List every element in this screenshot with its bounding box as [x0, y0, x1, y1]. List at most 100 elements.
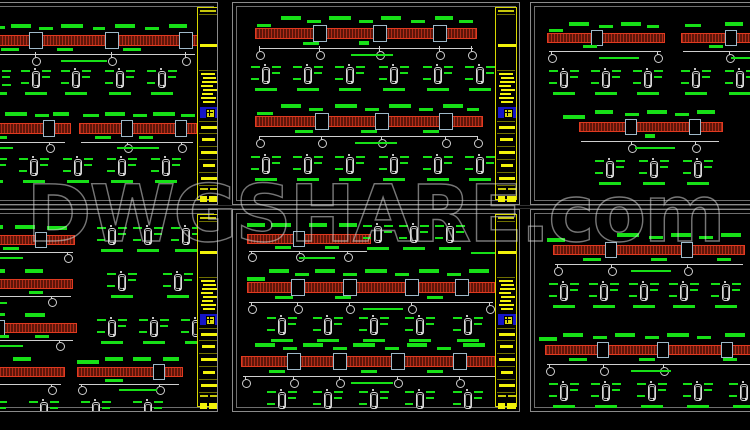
cross-section-detail[interactable]: [465, 151, 495, 181]
title-block[interactable]: [495, 7, 517, 202]
cross-section-detail[interactable]: [363, 220, 393, 250]
beam-elevation[interactable]: [681, 21, 750, 63]
sheet-6[interactable]: [530, 209, 750, 412]
cross-section-detail[interactable]: [639, 155, 669, 185]
sheet-1[interactable]: [0, 2, 218, 205]
cross-section-detail[interactable]: [591, 378, 621, 408]
cross-section-detail[interactable]: [711, 278, 741, 308]
cross-section-detail[interactable]: [423, 61, 453, 91]
beam-elevation[interactable]: [547, 232, 745, 276]
cross-section-detail[interactable]: [251, 151, 281, 181]
beam-elevation[interactable]: [547, 21, 665, 63]
cross-section-detail[interactable]: [465, 61, 495, 91]
cross-section-detail[interactable]: [405, 312, 435, 342]
beam-elevation[interactable]: [241, 342, 497, 388]
cross-section-detail[interactable]: [19, 153, 49, 183]
cross-section-detail[interactable]: [629, 278, 659, 308]
sheet-1-viewport[interactable]: [0, 3, 217, 204]
cross-section-detail[interactable]: [359, 386, 389, 411]
cross-section-detail[interactable]: [549, 65, 579, 95]
cross-section-detail[interactable]: [133, 396, 163, 411]
sheet-5-viewport[interactable]: [233, 210, 519, 411]
cross-section-detail[interactable]: [453, 312, 483, 342]
section-leader: [334, 323, 342, 325]
beam-elevation[interactable]: [0, 312, 77, 351]
cross-section-detail[interactable]: [21, 65, 51, 95]
cross-section-detail[interactable]: [313, 312, 343, 342]
beam-elevation[interactable]: [0, 268, 73, 308]
cross-section-detail[interactable]: [399, 220, 429, 250]
cross-section-detail[interactable]: [313, 386, 343, 411]
cross-section-detail[interactable]: [591, 65, 621, 95]
cross-section-detail[interactable]: [97, 222, 127, 252]
cross-section-detail[interactable]: [633, 65, 663, 95]
cross-section-detail[interactable]: [683, 378, 713, 408]
cross-section-detail[interactable]: [335, 61, 365, 91]
sheet-5[interactable]: [232, 209, 520, 412]
cross-section-detail[interactable]: [549, 378, 579, 408]
cross-section-detail[interactable]: [549, 278, 579, 308]
beam-elevation[interactable]: [0, 224, 75, 263]
cross-section-detail[interactable]: [637, 378, 667, 408]
sheet-3-viewport[interactable]: [531, 3, 750, 204]
cross-section-detail[interactable]: [147, 65, 177, 95]
beam-elevation[interactable]: [0, 356, 65, 395]
cross-section-detail[interactable]: [379, 151, 409, 181]
cross-section-detail[interactable]: [151, 153, 181, 183]
cross-section-detail[interactable]: [0, 65, 11, 95]
sheet-2-viewport[interactable]: [233, 3, 519, 204]
beam-elevation[interactable]: [247, 222, 371, 262]
beam-elevation[interactable]: [0, 23, 199, 66]
cross-section-detail[interactable]: [171, 222, 201, 252]
beam-elevation[interactable]: [539, 332, 750, 376]
cross-section-detail[interactable]: [589, 278, 619, 308]
beam-elevation[interactable]: [79, 111, 197, 153]
sheet-2[interactable]: [232, 2, 520, 205]
title-block[interactable]: [495, 214, 517, 409]
sheet-3[interactable]: [530, 2, 750, 205]
cross-section-detail[interactable]: [293, 61, 323, 91]
cross-section-detail[interactable]: [725, 65, 750, 95]
cross-section-detail[interactable]: [61, 65, 91, 95]
cross-section-detail[interactable]: [163, 268, 193, 298]
cross-section-detail[interactable]: [139, 314, 169, 344]
sheet-4-viewport[interactable]: [0, 210, 217, 411]
cross-section-detail[interactable]: [63, 153, 93, 183]
cross-section-detail[interactable]: [359, 312, 389, 342]
cross-section-detail[interactable]: [0, 153, 7, 183]
sheet-6-viewport[interactable]: [531, 210, 750, 411]
beam-elevation[interactable]: [77, 356, 183, 395]
cross-section-detail[interactable]: [107, 153, 137, 183]
cross-section-detail[interactable]: [133, 222, 163, 252]
beam-elevation[interactable]: [255, 103, 483, 148]
cross-section-detail[interactable]: [251, 61, 281, 91]
cross-section-detail[interactable]: [0, 396, 7, 411]
cross-section-detail[interactable]: [335, 151, 365, 181]
cross-section-detail[interactable]: [453, 386, 483, 411]
cross-section-detail[interactable]: [595, 155, 625, 185]
cross-section-detail[interactable]: [669, 278, 699, 308]
beam-elevation[interactable]: [247, 268, 495, 314]
title-block[interactable]: [197, 7, 217, 202]
cross-section-detail[interactable]: [405, 386, 435, 411]
cross-section-detail[interactable]: [379, 61, 409, 91]
cross-section-detail[interactable]: [107, 268, 137, 298]
cross-section-detail[interactable]: [683, 155, 713, 185]
cross-section-detail[interactable]: [267, 386, 297, 411]
cross-section-detail[interactable]: [729, 378, 750, 408]
cross-section-detail[interactable]: [423, 151, 453, 181]
sheet-4[interactable]: [0, 209, 218, 412]
title-block[interactable]: [197, 214, 217, 409]
cross-section-detail[interactable]: [293, 151, 323, 181]
beam-elevation[interactable]: [255, 15, 477, 60]
cross-section-detail[interactable]: [681, 65, 711, 95]
cross-section-detail[interactable]: [81, 396, 111, 411]
beam-elevation[interactable]: [0, 111, 71, 153]
cross-section-detail[interactable]: [435, 220, 465, 250]
cross-section-detail[interactable]: [267, 312, 297, 342]
cross-section-detail[interactable]: [97, 314, 127, 344]
cross-section-detail[interactable]: [105, 65, 135, 95]
beam-elevation[interactable]: [563, 109, 723, 153]
cross-section-detail[interactable]: [29, 396, 59, 411]
